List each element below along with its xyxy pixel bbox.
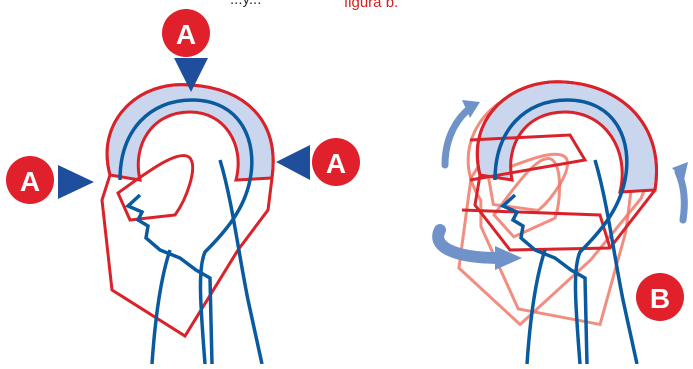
badge-a-top: A bbox=[162, 9, 210, 57]
chin-line-left bbox=[152, 250, 170, 364]
left-figure: A A A bbox=[6, 9, 360, 364]
motion-arrow-top-left bbox=[445, 108, 470, 165]
top-caption-left: ...y... bbox=[230, 0, 261, 8]
badge-b-label: B bbox=[650, 283, 670, 314]
badge-b: B bbox=[636, 273, 684, 321]
arrow-left-right bbox=[276, 145, 310, 180]
motion-arrow-bottom bbox=[438, 230, 500, 258]
right-figure: B bbox=[438, 64, 688, 364]
badge-a-top-label: A bbox=[176, 19, 196, 50]
figure-caption: figura b. bbox=[344, 0, 398, 11]
badge-a-left: A bbox=[6, 156, 54, 204]
badge-a-left-label: A bbox=[20, 166, 40, 197]
chin-line-right bbox=[527, 250, 545, 364]
badge-a-right-label: A bbox=[326, 148, 346, 179]
back-neck-left bbox=[220, 160, 262, 364]
arrow-right-left bbox=[58, 165, 94, 199]
badge-a-right: A bbox=[312, 138, 360, 186]
